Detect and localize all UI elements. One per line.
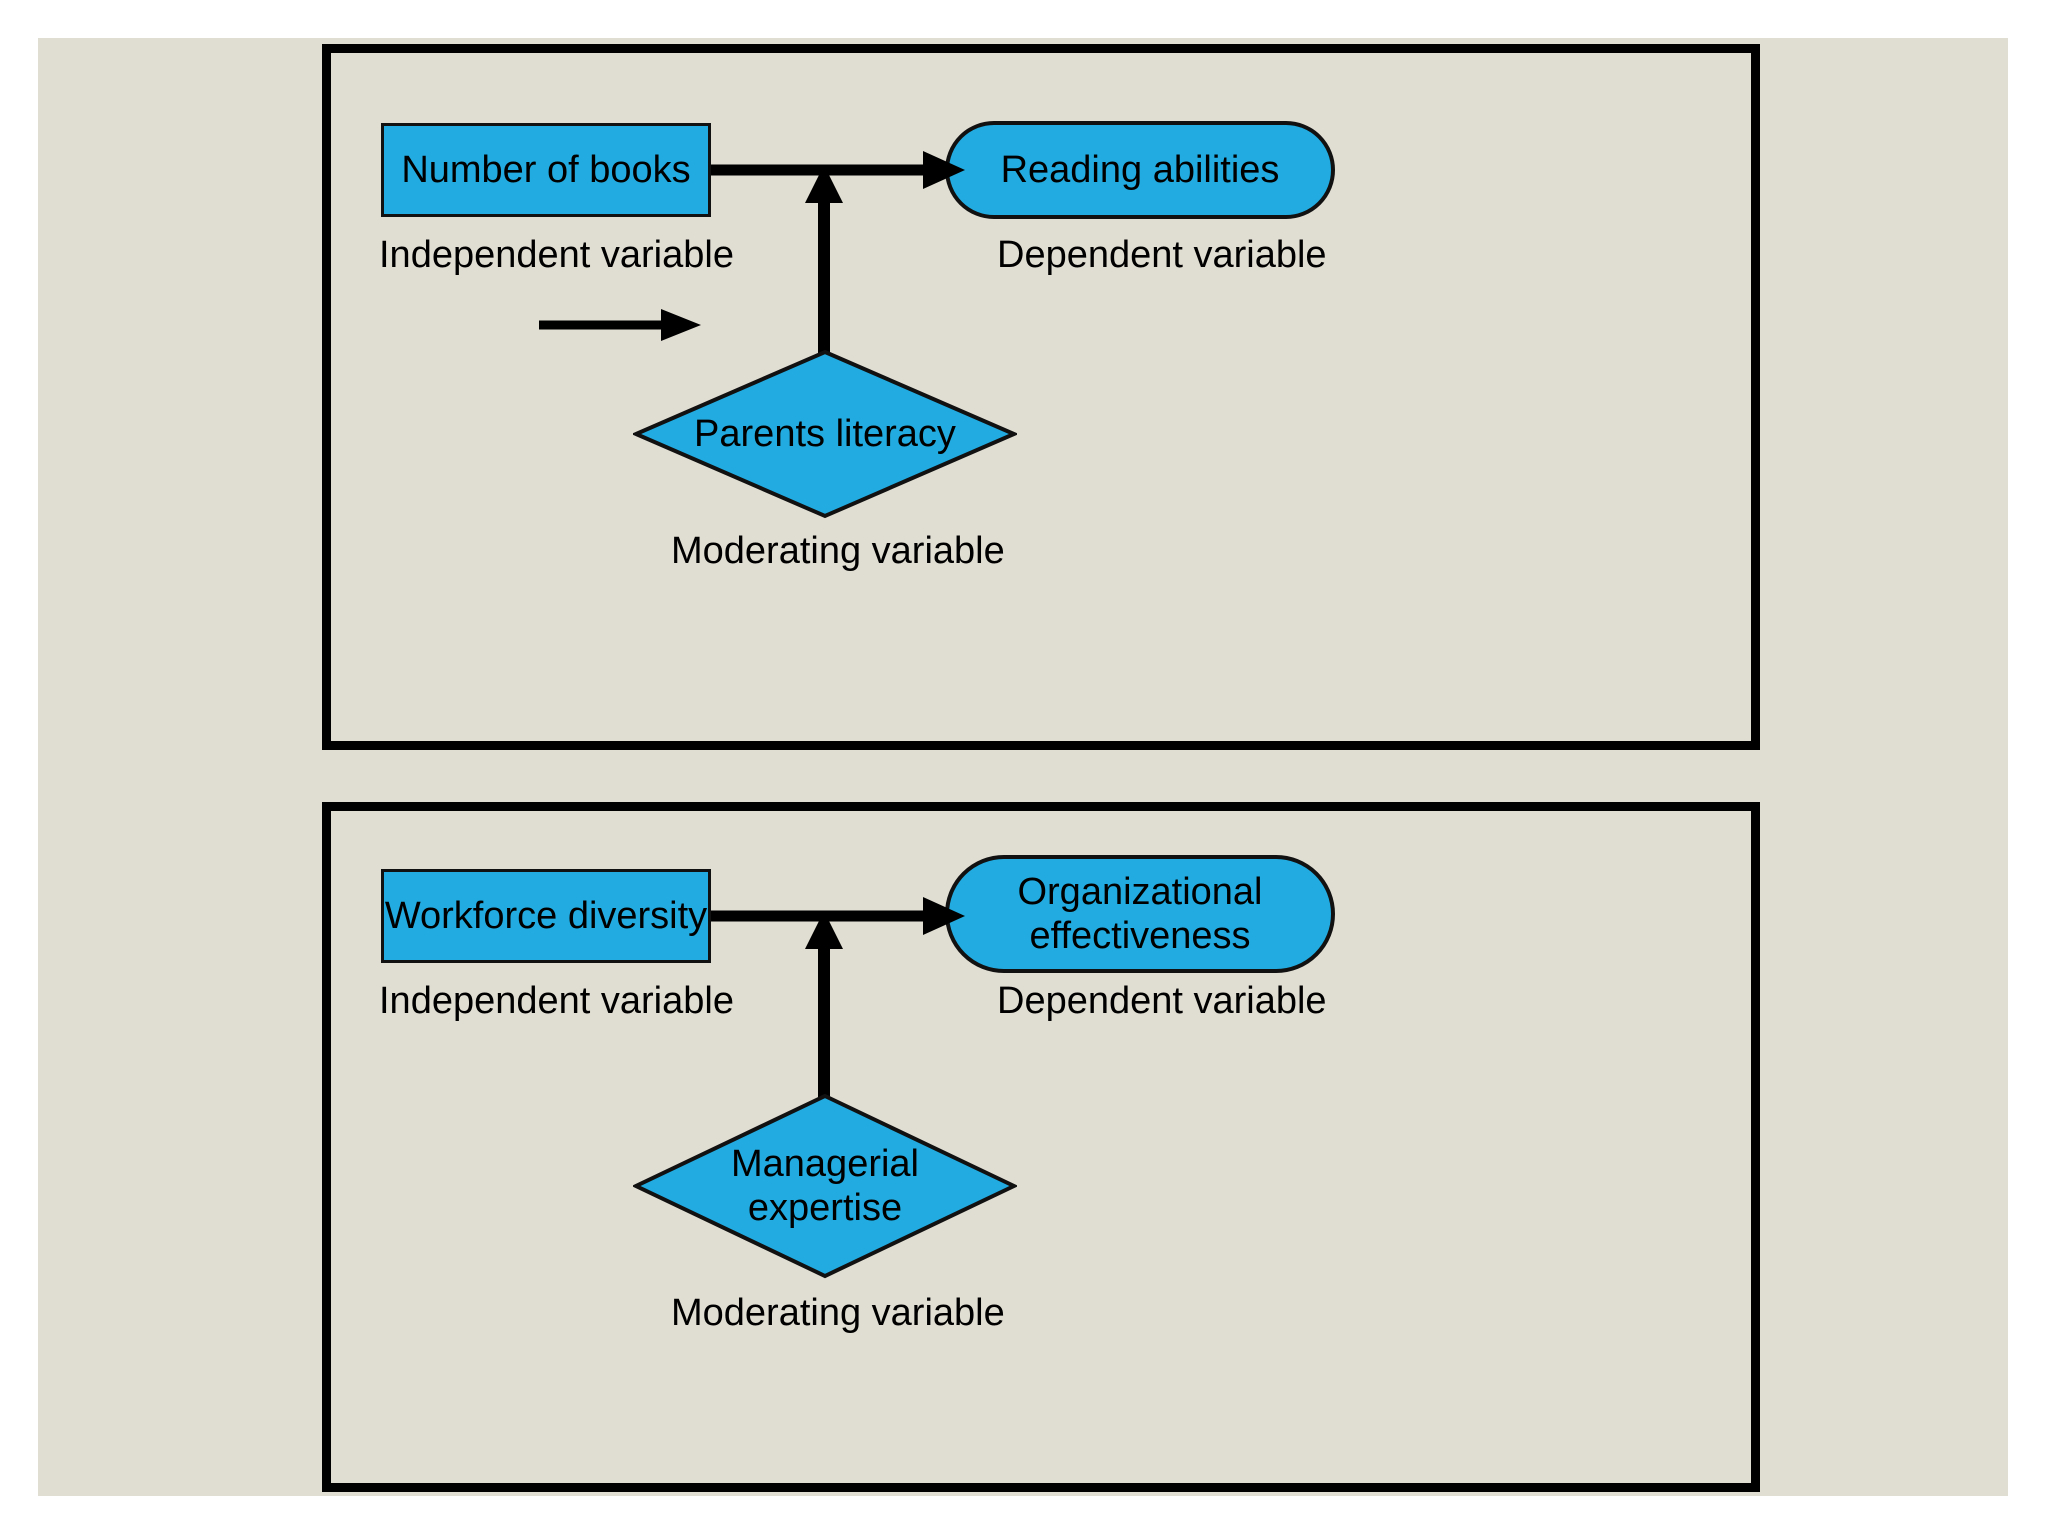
caption-independent-variable-reading: Independent variable (379, 234, 734, 276)
caption-dependent-variable-workforce: Dependent variable (997, 980, 1327, 1022)
caption-dependent-variable-reading: Dependent variable (997, 234, 1327, 276)
caption-independent-variable-workforce: Independent variable (379, 980, 734, 1022)
node-moderating-variable-workforce[interactable]: Managerial expertise (633, 1093, 1017, 1279)
node-label: Workforce diversity (384, 894, 708, 937)
arrow-independent-to-dependent-workforce (711, 897, 965, 935)
node-dependent-variable-workforce[interactable]: Organizational effectiveness (945, 855, 1335, 973)
diamond-shape-icon (633, 1093, 1017, 1279)
node-independent-variable-workforce[interactable]: Workforce diversity (381, 869, 711, 963)
node-label: Reading abilities (1000, 148, 1280, 191)
panel-workforce-model: Workforce diversity Independent variable… (322, 802, 1760, 1492)
node-independent-variable-reading[interactable]: Number of books (381, 123, 711, 217)
panel-reading-model: Number of books Independent variable Rea… (322, 44, 1760, 750)
caption-moderating-variable-workforce: Moderating variable (671, 1292, 1005, 1334)
caption-moderating-variable-reading: Moderating variable (671, 530, 1005, 572)
node-label: Number of books (401, 148, 691, 191)
node-moderating-variable-reading[interactable]: Parents literacy (633, 349, 1017, 519)
node-label-line-1: Organizational (1017, 870, 1263, 913)
arrow-moderator-to-path-reading (805, 165, 843, 357)
arrow-independent-to-dependent-reading (711, 151, 965, 189)
standalone-arrow-icon (539, 309, 701, 341)
node-label-line-2: effectiveness (1029, 915, 1251, 957)
node-dependent-variable-reading[interactable]: Reading abilities (945, 121, 1335, 219)
diagram-canvas: Number of books Independent variable Rea… (38, 38, 2008, 1496)
arrow-moderator-to-path-workforce (805, 911, 843, 1101)
diamond-shape-icon (633, 349, 1017, 519)
